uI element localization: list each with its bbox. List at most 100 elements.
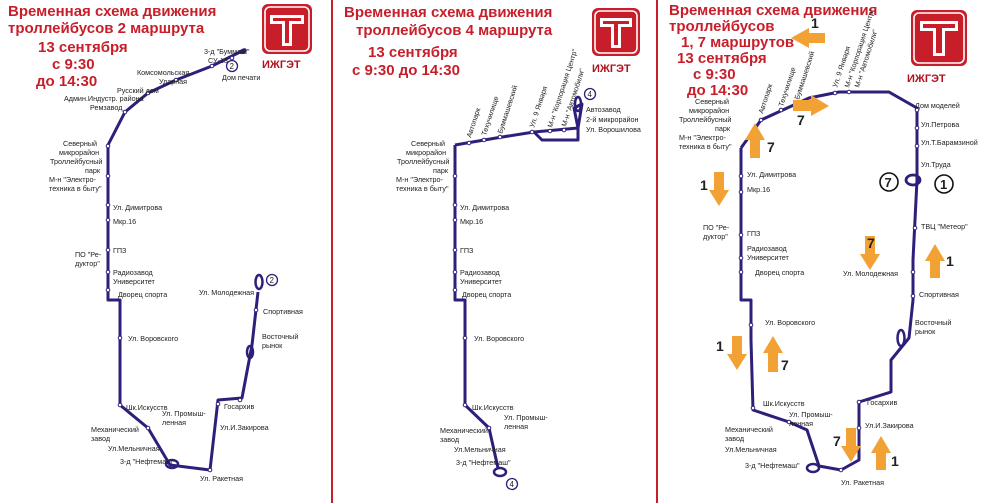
stop-label: парк [85, 166, 101, 175]
stop-label: Троллейбусный [50, 157, 102, 166]
stop-label: Троллейбусный [397, 157, 449, 166]
stop-label: Ул.Мельничная [454, 445, 506, 454]
stop-label: Университет [460, 277, 503, 286]
stop-label: Ул.Т.Барамзиной [921, 138, 978, 147]
route-2-stop-dots [105, 55, 259, 473]
stop-label: 3-д "Нефтемаш" [120, 457, 175, 466]
date-line1: 13 сентября [38, 39, 128, 56]
route-badge: 7 [879, 172, 899, 192]
route-1-7-loop-vostochny [896, 328, 906, 348]
stop-label: Ул.Мельничная [725, 445, 777, 454]
arrow-up-icon [745, 123, 765, 158]
arrow-up-icon [871, 436, 891, 470]
date-line1: 13 сентября [677, 50, 767, 67]
stop-label: ПО "Ре- [703, 223, 730, 232]
stop-label: Ул. Ракетная [841, 478, 884, 487]
stop-label: парк [433, 166, 449, 175]
route-1-7-line [739, 90, 919, 472]
route-2-loop-molodezh [254, 273, 264, 291]
arrow-labels: 1 7 7 1 7 1 7 1 1 7 [700, 15, 954, 469]
panel-title-line1: Временная схема движения [344, 4, 553, 21]
stop-label: Спортивная [919, 290, 959, 299]
panel-title-line1: Временная схема движения [669, 2, 878, 19]
stop-label: техника в быту" [679, 142, 732, 151]
arrow-label: 7 [781, 357, 789, 373]
stop-label: Ул.Труда [921, 160, 951, 169]
panel-title-line1: Временная схема движения [8, 3, 217, 20]
arrow-up-icon [763, 336, 783, 372]
stop-label: М-н "Электро- [396, 175, 444, 184]
stop-label: Радиозавод [113, 268, 154, 277]
stop-label: Дом печати [222, 73, 260, 82]
arrow-down-icon [841, 428, 861, 462]
stop-label: Ремзавод [90, 103, 123, 112]
arrow-label: 7 [797, 112, 805, 128]
stop-label: Ул. Промыш- [504, 413, 548, 422]
stop-label: Шк.Искусств [472, 403, 514, 412]
stop-label: Автопарк [756, 82, 774, 115]
svg-text:7: 7 [885, 175, 892, 190]
arrow-label: 1 [811, 15, 819, 31]
arrow-left-icon [791, 28, 825, 48]
stop-label: ГПЗ [747, 229, 760, 238]
arrow-down-icon [709, 172, 729, 206]
stop-label: 3-д "Нефтемаш" [456, 458, 511, 467]
stop-label: ГПЗ [460, 246, 473, 255]
route-badge: 4 [583, 87, 597, 101]
route-badge: 1 [934, 174, 954, 194]
route-badge: 2 [265, 273, 279, 287]
route-2-line [106, 50, 260, 472]
panel-divider [331, 0, 333, 503]
stop-label: М-н "Электро- [49, 175, 97, 184]
stop-label: ленная [789, 419, 813, 428]
arrow-label: 1 [716, 338, 724, 354]
logo-text: ИЖГЭТ [592, 63, 631, 75]
stop-label: дуктор" [75, 259, 100, 268]
route-2-panel: Временная схема движения троллейбусов 2 … [0, 0, 330, 503]
stop-label: Ул. Воровского [474, 334, 524, 343]
stop-label: Дворец спорта [462, 290, 511, 299]
stop-label: Радиозавод [460, 268, 501, 277]
svg-text:4: 4 [588, 90, 593, 99]
arrow-up-icon [925, 244, 945, 278]
date-line2: с 9:30 до 14:30 [352, 62, 460, 79]
route-2-loop-vostochny [245, 344, 255, 360]
stop-label: Ул. Ворошилова [586, 125, 641, 134]
stop-label: Госархив [867, 398, 898, 407]
stop-label: Троллейбусный [679, 115, 731, 124]
stop-label: Ул. Молодежная [843, 269, 898, 278]
direction-arrows [709, 28, 945, 470]
stop-label: завод [440, 435, 460, 444]
stop-label: ТВЦ "Метеор" [921, 222, 968, 231]
stop-label: Автозавод [586, 105, 621, 114]
stop-label: Буммашевский [792, 50, 816, 101]
stop-label: Шк.Искусств [763, 399, 805, 408]
route-2-map: ИЖГЭТ 2 2 3-д "Буммаш" С [49, 4, 312, 483]
arrow-label: 1 [891, 453, 899, 469]
svg-text:2: 2 [230, 62, 235, 71]
stop-label: Механический [91, 425, 139, 434]
stop-label: 2-й микрорайон [586, 115, 639, 124]
arrow-down-icon [727, 336, 747, 370]
panel-title-line2: троллейбусов [669, 18, 775, 35]
stop-label: ПО "Ре- [75, 250, 102, 259]
stop-label: 3-д "Нефтемаш" [745, 461, 800, 470]
stop-label: Северный [411, 139, 445, 148]
stop-label: ленная [162, 418, 186, 427]
stop-label: Ул.И.Закирова [865, 421, 914, 430]
date-line3: до 14:30 [687, 82, 749, 99]
stop-label: Дворец спорта [118, 290, 167, 299]
stop-label: Мкр.16 [460, 217, 483, 226]
stop-label: дуктор" [703, 232, 728, 241]
stop-label: Ул.Петрова [921, 120, 959, 129]
stop-label: Ул. Димитрова [747, 170, 796, 179]
stop-label: Ул.Мельничная [108, 444, 160, 453]
svg-text:2: 2 [270, 276, 275, 285]
stop-label: Шк.Искусств [126, 403, 168, 412]
panel-title-line2: троллейбусов 4 маршрута [356, 22, 553, 39]
stop-label: Радиозавод [747, 244, 788, 253]
stop-label: Университет [113, 277, 156, 286]
stop-label: завод [725, 434, 745, 443]
route-4-loop-top [573, 95, 583, 113]
route-1-7-map: ИЖГЭТ 7 1 [679, 7, 978, 487]
